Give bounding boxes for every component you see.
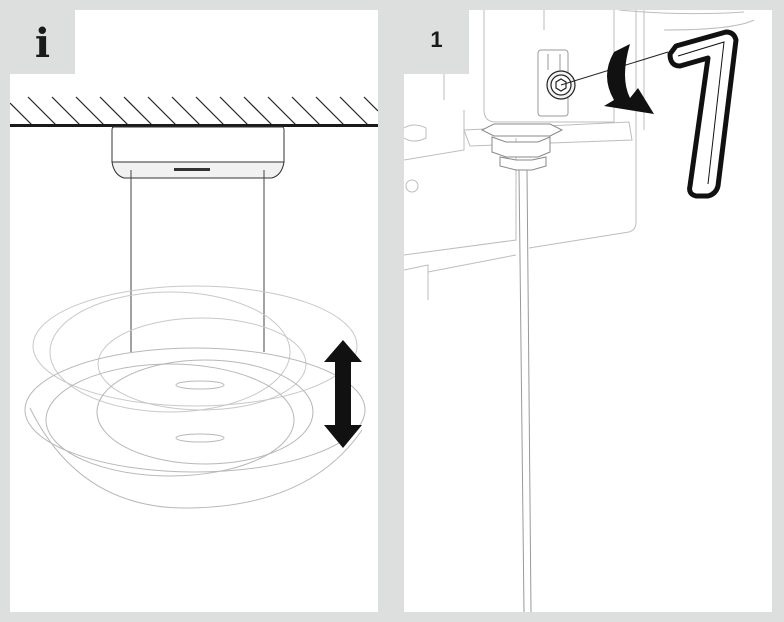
allen-key-icon <box>667 29 739 199</box>
rotate-clockwise-arrow-icon <box>604 44 654 114</box>
info-icon: i <box>34 19 51 67</box>
step-number: 1 <box>430 27 443 52</box>
nut-stack <box>480 123 564 171</box>
canopy <box>111 126 285 179</box>
info-badge: i <box>10 10 75 74</box>
step-badge: 1 <box>404 10 469 74</box>
double-vertical-arrow-icon <box>324 340 362 448</box>
mounting-bracket <box>404 10 755 300</box>
step-1-panel: 1 <box>404 10 772 612</box>
allen-key-step-illustration <box>404 10 755 612</box>
lamp-upper <box>32 285 358 413</box>
info-panel: i <box>10 10 378 612</box>
ceiling-hatch <box>10 96 378 126</box>
suspension-cable <box>518 169 532 612</box>
ceiling-line <box>10 124 378 127</box>
lamp-height-illustration <box>10 96 378 509</box>
lamp-lower <box>24 347 366 509</box>
